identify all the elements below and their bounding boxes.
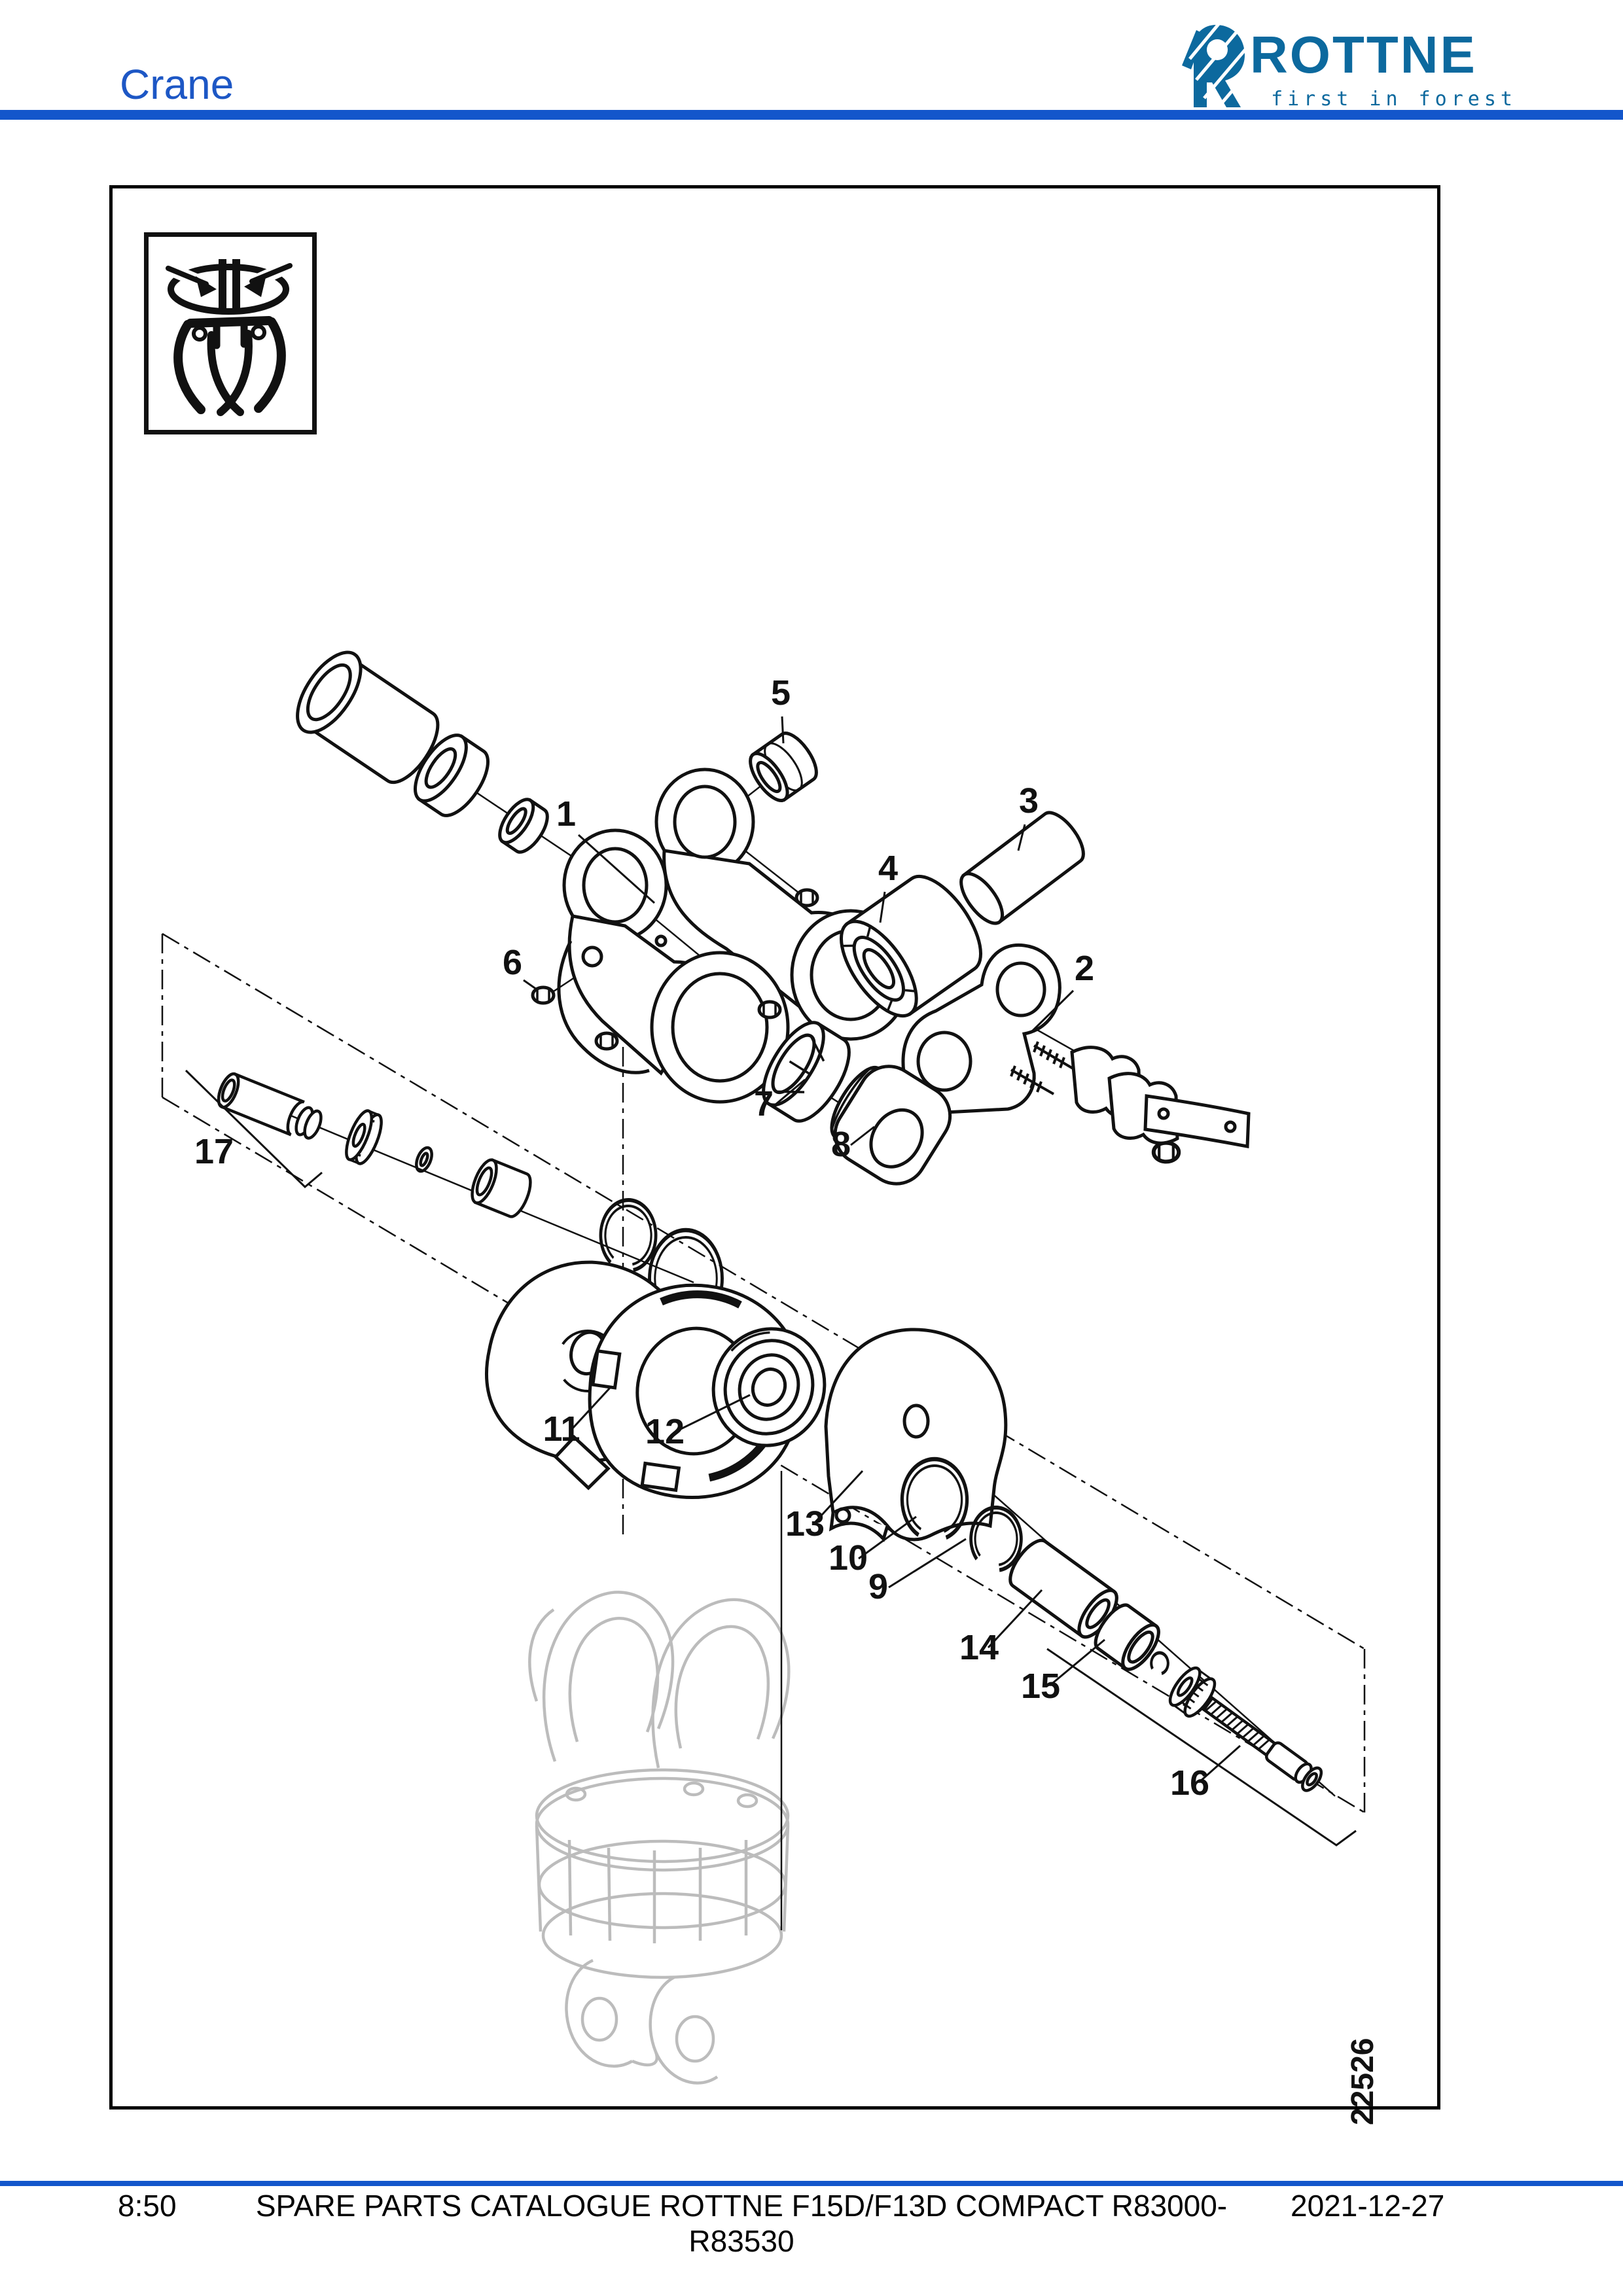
callout-number-17: 17 [194,1132,234,1171]
drawing-number: 22526 [1346,2038,1380,2125]
footer-page-time: 8:50 [118,2189,177,2223]
rottne-logo-text: ROTTNE [1250,26,1477,84]
callout-leader-13 [813,1470,864,1525]
callout-leader-7 [775,1078,806,1106]
part-8-bushing-housing [830,1065,952,1186]
callout-leader-9 [888,1538,967,1589]
callout-leader-2 [1029,989,1075,1034]
callout-number-4: 4 [878,849,898,888]
callout-leader-10 [858,1515,917,1560]
callout-leader-4 [879,891,886,923]
grapple-icon-box [144,232,317,434]
drawing-frame [109,185,1440,2110]
footer-catalogue-title: SPARE PARTS CATALOGUE ROTTNE F15D/F13D C… [255,2189,1228,2258]
callout-leader-12 [675,1394,751,1433]
callout-leader-3 [1017,824,1026,851]
callout-leader-11 [571,1386,612,1430]
part-14-sleeve [1008,1538,1118,1639]
page-title: Crane [120,61,234,108]
callout-number-14: 14 [959,1628,999,1667]
callout-leader-14 [987,1589,1043,1649]
header-rule [0,110,1623,120]
rottne-logo-tagline: first in forest [1271,88,1517,111]
axis-lines [232,694,1336,1930]
part-16-bolt [1046,1648,1357,1846]
callout-number-5: 5 [771,673,791,713]
footer-date: 2021-12-27 [1291,2189,1445,2223]
callout-leader-6 [523,979,537,991]
callout-number-6: 6 [503,943,522,982]
callout-number-2: 2 [1075,949,1094,988]
part-15-bushing [1094,1603,1160,1671]
callout-number-15: 15 [1021,1667,1060,1706]
callout-number-12: 12 [645,1412,685,1451]
callout-number-16: 16 [1170,1763,1209,1803]
part-3-pin [959,811,1085,925]
callout-leader-15 [1049,1638,1105,1687]
part-9-retaining-ring [969,1506,1023,1572]
ghost-rotator [528,1591,791,2085]
part-12-bearing [711,1327,827,1447]
part-4-bushing [839,874,982,1018]
part-2-bracket [901,943,1251,1148]
part-10-retaining-ring [900,1457,969,1543]
footer-rule [0,2181,1623,2186]
callout-number-8: 8 [831,1125,851,1164]
rottne-logo-mark-icon [1182,20,1249,111]
callout-leader-16 [1198,1744,1241,1784]
callout-number-1: 1 [556,794,576,834]
rotator-grapple-icon [162,259,296,416]
callout-number-10: 10 [829,1538,868,1578]
callout-leader-8 [850,1125,875,1146]
callout-number-13: 13 [785,1504,825,1544]
part-7-bearing-ring [762,1021,851,1123]
callout-leader-1 [577,834,656,904]
callout-number-3: 3 [1019,781,1039,821]
part-13-cover-plate [824,1328,1008,1542]
rottne-logo: ROTTNE first in forest [1170,20,1524,111]
link-bushings [296,650,549,854]
part-5-bushing [749,732,818,802]
callout-leader-5 [781,716,785,744]
callout-number-7: 7 [754,1084,774,1123]
callout-number-9: 9 [868,1567,888,1606]
callout-number-11: 11 [543,1409,580,1449]
